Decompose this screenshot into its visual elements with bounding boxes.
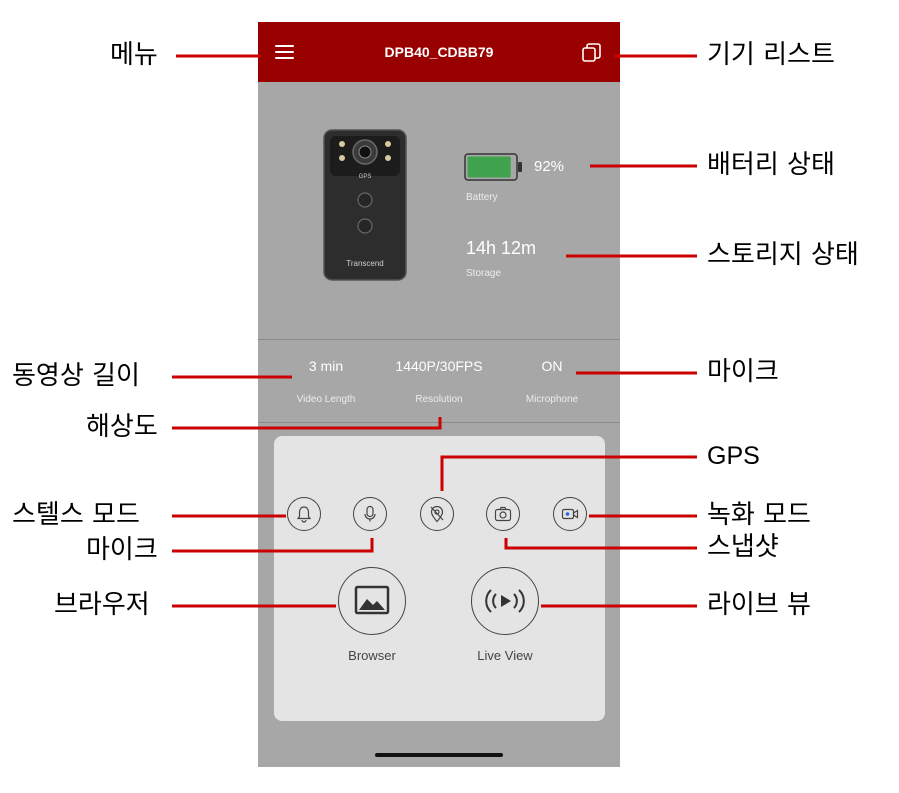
device-image: GPS Transcend (323, 129, 407, 281)
annotation-device-list: 기기 리스트 (707, 40, 835, 70)
microphone-label: Microphone (525, 394, 579, 405)
resolution-value: 1440P/30FPS (395, 358, 483, 374)
annotation-video-length: 동영상 길이 (12, 361, 140, 391)
microphone-icon (364, 505, 376, 522)
annotation-menu: 메뉴 (110, 40, 158, 70)
video-camera-icon (561, 508, 579, 520)
battery-icon (464, 153, 522, 181)
annotation-record-mode: 녹화 모드 (707, 500, 811, 530)
menu-icon-bar (275, 57, 294, 59)
battery-label: Battery (466, 192, 498, 203)
gps-button[interactable] (420, 497, 454, 531)
battery-percent: 92% (534, 158, 565, 175)
resolution-label: Resolution (415, 394, 463, 405)
bell-icon (296, 506, 312, 523)
device-brand-text: Transcend (346, 259, 384, 268)
annotation-microphone-button: 마이크 (86, 535, 158, 565)
snapshot-button[interactable] (486, 497, 520, 531)
browser-label: Browser (348, 648, 396, 663)
annotation-gps: GPS (707, 442, 760, 470)
live-view-label: Live View (477, 648, 533, 663)
annotation-microphone-top: 마이크 (707, 357, 779, 387)
annotation-live-view: 라이브 뷰 (707, 590, 811, 620)
location-off-icon (430, 505, 444, 523)
video-length-value: 3 min (308, 358, 344, 374)
live-stream-play-icon (485, 589, 525, 613)
device-name-title: DPB40_CDBB79 (384, 44, 494, 60)
menu-icon (275, 45, 294, 47)
annotation-browser: 브라우저 (54, 590, 150, 620)
device-list-icon (582, 43, 601, 62)
camera-icon (494, 506, 512, 522)
app-screen: DPB40_CDBB79 GPS Transcend 92% Battery 1… (258, 22, 620, 767)
annotation-snapshot: 스냅샷 (707, 532, 779, 562)
home-indicator[interactable] (375, 753, 503, 757)
divider (258, 339, 620, 340)
record-mode-button[interactable] (553, 497, 587, 531)
browser-button[interactable] (338, 567, 406, 635)
device-gps-text: GPS (359, 174, 372, 180)
storage-value: 14h 12m (466, 238, 537, 258)
image-gallery-icon (354, 585, 390, 615)
title-bar: DPB40_CDBB79 (258, 22, 620, 82)
microphone-value: ON (541, 358, 563, 374)
divider (258, 422, 620, 423)
menu-icon-bar (275, 51, 294, 53)
menu-button[interactable] (272, 41, 298, 63)
microphone-button[interactable] (353, 497, 387, 531)
annotation-storage-status: 스토리지 상태 (707, 240, 859, 270)
annotation-resolution: 해상도 (86, 412, 158, 442)
video-length-label: Video Length (296, 394, 356, 405)
live-view-button[interactable] (471, 567, 539, 635)
storage-label: Storage (466, 268, 502, 279)
annotation-stealth-mode: 스텔스 모드 (12, 500, 140, 530)
device-list-button[interactable] (580, 41, 604, 65)
stealth-mode-button[interactable] (287, 497, 321, 531)
control-panel: Browser Live View (274, 436, 605, 721)
annotation-battery-status: 배터리 상태 (707, 150, 835, 180)
